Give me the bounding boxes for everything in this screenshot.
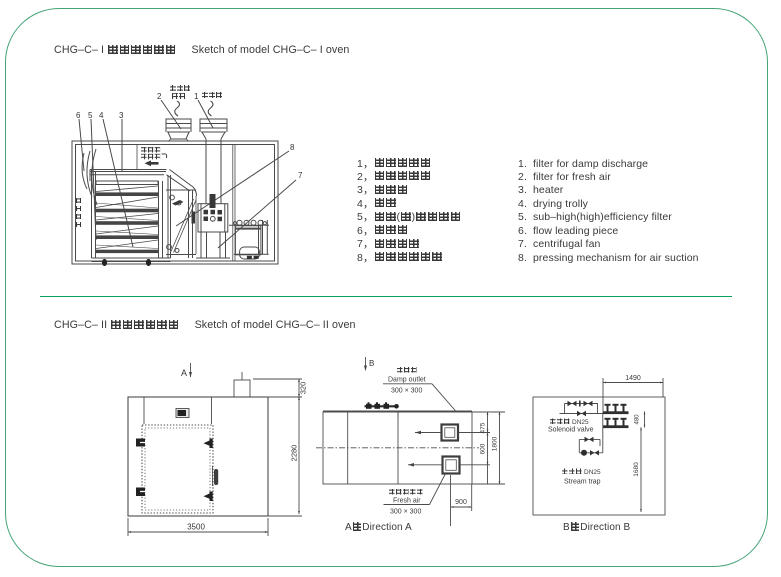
svg-text:480: 480 xyxy=(635,414,641,425)
svg-text:3500: 3500 xyxy=(187,523,205,532)
svg-text:8: 8 xyxy=(290,143,295,152)
svg-text:1: 1 xyxy=(194,92,199,101)
svg-text:2: 2 xyxy=(157,92,162,101)
svg-text:Solenoid valve: Solenoid valve xyxy=(548,427,594,434)
svg-text:300 × 300: 300 × 300 xyxy=(391,388,422,395)
svg-text:Fresh air: Fresh air xyxy=(393,498,421,505)
svg-text:Stream trap: Stream trap xyxy=(564,479,601,486)
svg-text:B: B xyxy=(369,359,374,368)
svg-text:7: 7 xyxy=(298,171,303,180)
svg-text:5: 5 xyxy=(88,111,93,120)
svg-text:2280: 2280 xyxy=(290,445,299,462)
svg-text:1800: 1800 xyxy=(492,436,499,451)
svg-text:3: 3 xyxy=(119,111,124,120)
svg-text:300 × 300: 300 × 300 xyxy=(390,509,421,516)
svg-text:DN25: DN25 xyxy=(572,419,589,426)
svg-text:6: 6 xyxy=(76,111,81,120)
svg-text:1490: 1490 xyxy=(625,375,641,382)
svg-text:600: 600 xyxy=(480,443,487,454)
svg-text:Damp outlet: Damp outlet xyxy=(388,377,426,384)
svg-text:DN25: DN25 xyxy=(584,469,601,476)
svg-text:320: 320 xyxy=(299,382,308,395)
svg-text:900: 900 xyxy=(455,499,467,506)
svg-text:1680: 1680 xyxy=(633,462,640,477)
svg-text:A: A xyxy=(181,368,187,378)
svg-text:475: 475 xyxy=(480,422,487,433)
svg-text:4: 4 xyxy=(99,111,104,120)
